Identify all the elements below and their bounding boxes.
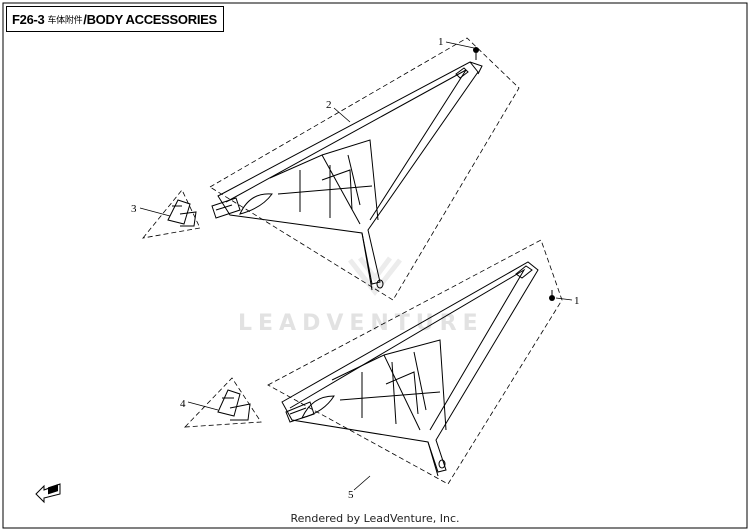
watermark-emblem xyxy=(348,256,402,297)
callout-1-upper: 1 xyxy=(438,36,444,48)
part-4-group-outline xyxy=(183,377,262,428)
part-2-group-outline xyxy=(209,37,520,301)
lower-strap-bracket xyxy=(217,389,251,421)
lower-fastener xyxy=(549,290,555,301)
lower-strap-buckle xyxy=(285,401,315,423)
upper-strap-bracket xyxy=(167,199,197,227)
part-5-group-outline xyxy=(267,239,563,485)
diagram-title-en: BODY ACCESSORIES xyxy=(86,11,218,27)
callout-2: 2 xyxy=(326,99,332,111)
footer-credit: Rendered by LeadVenture, Inc. xyxy=(290,512,460,525)
lower-side-net-frame xyxy=(281,261,539,477)
callout-3: 3 xyxy=(131,203,137,215)
callout-1-lower: 1 xyxy=(574,295,580,307)
diagram-title-cn: 车体附件 xyxy=(47,14,83,25)
diagram-code: F26-3 xyxy=(12,11,45,27)
callout-4: 4 xyxy=(180,398,186,410)
watermark-text: LEADVENTURE xyxy=(238,311,484,336)
upper-strap-buckle xyxy=(211,197,241,219)
callout-5: 5 xyxy=(348,489,354,501)
diagram-title: F26-3 车体附件 / BODY ACCESSORIES xyxy=(6,6,224,32)
leader-lines xyxy=(139,41,573,491)
title-separator: / xyxy=(83,11,87,27)
upper-side-net-frame xyxy=(217,61,483,291)
part-3-group-outline xyxy=(142,189,201,239)
forward-direction-arrow-icon xyxy=(35,483,61,504)
upper-fastener xyxy=(473,47,479,60)
